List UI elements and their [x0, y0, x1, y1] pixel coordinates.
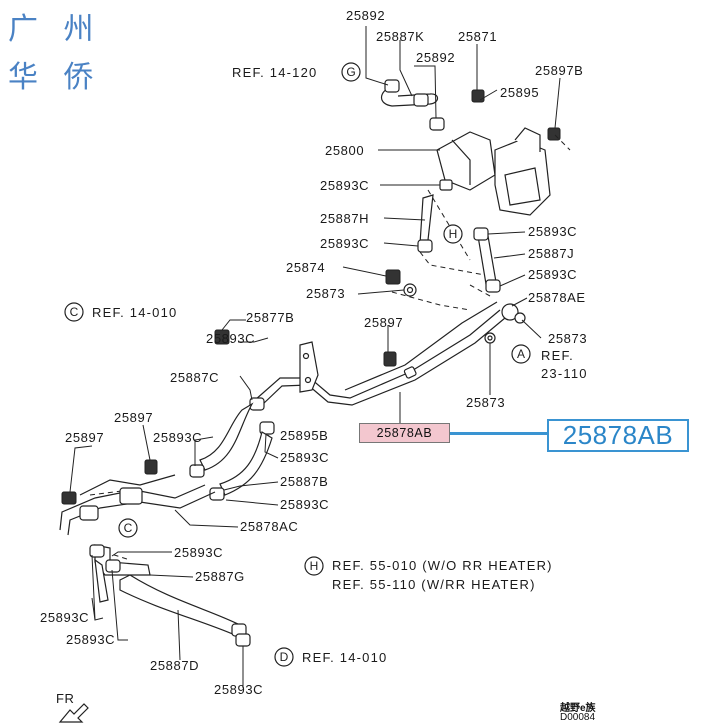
- callout-connector: [450, 432, 547, 435]
- label-25893c-1: 25893C: [320, 178, 369, 193]
- marker-d-letter: D: [280, 650, 289, 664]
- front-arrow: FR: [56, 691, 89, 723]
- marker-a: [511, 344, 531, 364]
- label-25897b: 25897B: [535, 63, 583, 78]
- marker-h-bottom-letter: H: [310, 559, 319, 573]
- label-25893c-12: 25893C: [214, 682, 263, 697]
- label-25873-b: 25873: [548, 331, 587, 346]
- label-25800: 25800: [325, 143, 364, 158]
- label-25897-d: 25897: [65, 430, 104, 445]
- marker-g: [341, 62, 361, 82]
- front-arrow-icon: [58, 703, 89, 723]
- watermark-line-1: 广 州: [8, 12, 102, 47]
- label-25893c-9: 25893C: [174, 545, 223, 560]
- dashed-guides: [89, 134, 571, 561]
- marker-h-bottom: [304, 556, 324, 576]
- label-25887g: 25887G: [195, 569, 245, 584]
- ref-d-text: REF. 14-010: [302, 650, 387, 665]
- label-25877b: 25877B: [246, 310, 294, 325]
- label-25893c-4: 25893C: [528, 267, 577, 282]
- marker-g-letter: G: [346, 65, 355, 79]
- label-25887j: 25887J: [528, 246, 574, 261]
- marker-c-bottom: [118, 518, 138, 538]
- label-25893c-3: 25893C: [528, 224, 577, 239]
- label-25897-c: 25897: [114, 410, 153, 425]
- label-25873-a: 25873: [306, 286, 345, 301]
- ref-c-text: REF. 14-010: [92, 305, 177, 320]
- main-pipe-25878ab: [214, 301, 526, 435]
- reference-markers: G REF. 14-120 H C REF. 14-010 A REF. 23-…: [64, 62, 588, 667]
- label-25893c-6: 25893C: [153, 430, 202, 445]
- ref-a-line1: REF.: [541, 348, 574, 363]
- ref-h-line1: REF. 55-010 (W/O RR HEATER): [332, 558, 553, 573]
- label-25893c-2: 25893C: [320, 236, 369, 251]
- label-25897-a: 25897: [364, 315, 403, 330]
- label-25887h: 25887H: [320, 211, 369, 226]
- label-25893c-10: 25893C: [40, 610, 89, 625]
- ref-h-line2: REF. 55-110 (W/RR HEATER): [332, 577, 536, 592]
- marker-a-letter: A: [517, 347, 525, 361]
- ref-a-line2: 23-110: [541, 366, 588, 381]
- label-25893c-5: 25893C: [206, 331, 255, 346]
- label-25887c: 25887C: [170, 370, 219, 385]
- marker-h-top: [443, 224, 463, 244]
- label-25878ac: 25878AC: [240, 519, 298, 534]
- marker-c-bottom-letter: C: [124, 521, 133, 535]
- label-25895: 25895: [500, 85, 539, 100]
- label-25893c-8: 25893C: [280, 497, 329, 512]
- label-25892-b: 25892: [416, 50, 455, 65]
- label-25871: 25871: [458, 29, 497, 44]
- leader-lines: [69, 26, 561, 688]
- watermark-line-2: 华 侨: [8, 60, 102, 95]
- label-25874: 25874: [286, 260, 325, 275]
- label-25895b: 25895B: [280, 428, 328, 443]
- highlighted-part-label[interactable]: 25878AB: [359, 423, 450, 443]
- part-labels: 25892 25887K 25871 25892 25897B 25895 25…: [40, 8, 587, 697]
- ref-g-text: REF. 14-120: [232, 65, 317, 80]
- hoses-left-middle: [189, 402, 273, 501]
- footer-logo: 越野e族: [560, 703, 596, 714]
- lower-pipe-bundle: [59, 459, 251, 647]
- label-25893c-7: 25893C: [280, 450, 329, 465]
- marker-h-top-letter: H: [449, 227, 458, 241]
- label-25873-c: 25873: [466, 395, 505, 410]
- top-assembly: [380, 79, 561, 297]
- label-25887k: 25887K: [376, 29, 424, 44]
- marker-c-top-letter: C: [70, 305, 79, 319]
- label-25887d: 25887D: [150, 658, 199, 673]
- marker-d: [274, 647, 294, 667]
- highlight-callout: 25878AB: [547, 419, 689, 452]
- label-25892-a: 25892: [346, 8, 385, 23]
- marker-c-top: [64, 302, 84, 322]
- label-25878ae: 25878AE: [528, 290, 586, 305]
- front-label: FR: [56, 691, 75, 706]
- footer-code: D00084: [560, 712, 596, 723]
- label-25893c-11: 25893C: [66, 632, 115, 647]
- label-25887b: 25887B: [280, 474, 328, 489]
